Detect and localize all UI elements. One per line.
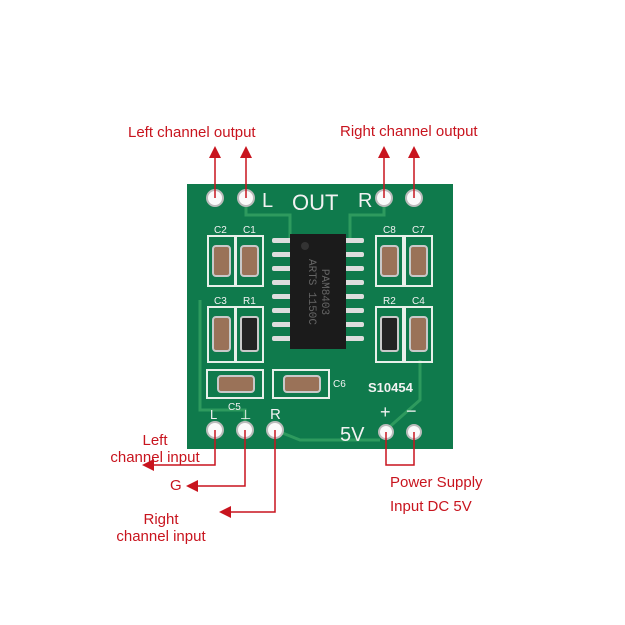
label-right-input-line2: channel input bbox=[116, 528, 206, 545]
label-left-channel-output: Left channel output bbox=[128, 124, 256, 141]
label-ground: G bbox=[170, 477, 182, 494]
label-c8: C8 bbox=[383, 225, 396, 236]
label-c3: C3 bbox=[214, 296, 227, 307]
label-c4: C4 bbox=[412, 296, 425, 307]
label-c2: C2 bbox=[214, 225, 227, 236]
label-c1: C1 bbox=[243, 225, 256, 236]
silk-minus: − bbox=[406, 401, 417, 421]
label-r2: R2 bbox=[383, 296, 396, 307]
silk-plus: + bbox=[380, 402, 391, 422]
label-right-input-line1: Right bbox=[143, 511, 179, 528]
silk-out: OUT bbox=[292, 190, 338, 215]
chip-marking-1: PAM8403 bbox=[318, 269, 330, 315]
silk-r: R bbox=[358, 190, 372, 212]
silk-pin-r: R bbox=[270, 406, 281, 423]
silk-5v: 5V bbox=[340, 424, 365, 446]
chip-marking-2: ARTS 1150C bbox=[305, 259, 317, 325]
label-input-dc-5v: Input DC 5V bbox=[390, 498, 472, 515]
label-c5: C5 bbox=[228, 402, 241, 413]
label-left-input-line1: Left bbox=[142, 432, 168, 449]
silk-pin-l: L bbox=[210, 407, 217, 422]
label-c7: C7 bbox=[412, 225, 425, 236]
label-left-input-line2: channel input bbox=[110, 449, 200, 466]
label-r1: R1 bbox=[243, 296, 256, 307]
silk-l: L bbox=[262, 190, 273, 212]
label-c6: C6 bbox=[333, 379, 346, 390]
silk-pin-g: ⊥ bbox=[240, 407, 251, 422]
label-right-channel-output: Right channel output bbox=[340, 123, 478, 140]
silk-part-id: S10454 bbox=[368, 380, 414, 395]
label-power-supply: Power Supply bbox=[390, 474, 483, 491]
amplifier-chip bbox=[290, 234, 346, 349]
annotation-arrows bbox=[142, 146, 420, 518]
